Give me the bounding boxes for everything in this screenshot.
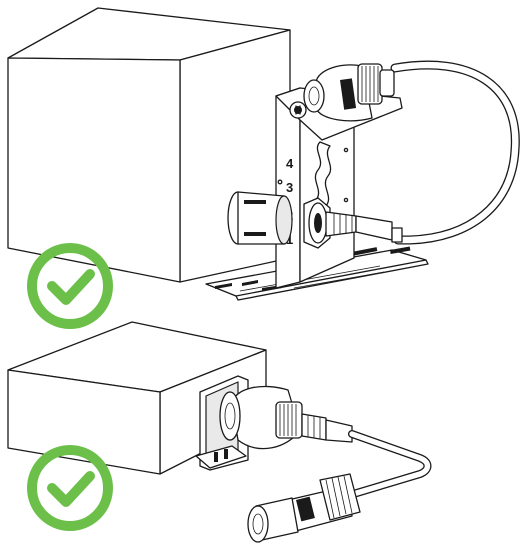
top-connector-assembly — [303, 197, 403, 249]
bottom-check-icon — [27, 445, 113, 531]
bottom-loose-plug — [247, 473, 361, 543]
top-enclosure-box — [7, 7, 291, 283]
top-side-sensor — [227, 191, 293, 245]
top-check-icon — [27, 243, 113, 329]
bottom-connector-assembly — [301, 413, 353, 443]
scale-mark-4: 4 — [286, 156, 294, 171]
top-upper-sensor — [303, 63, 395, 122]
scale-mark-3: 3 — [286, 180, 293, 195]
bottom-sensor — [219, 385, 303, 450]
top-scene: 4 3 2 1 — [7, 7, 520, 329]
scale-mark-1: 1 — [286, 232, 293, 247]
bottom-scene — [7, 321, 432, 543]
